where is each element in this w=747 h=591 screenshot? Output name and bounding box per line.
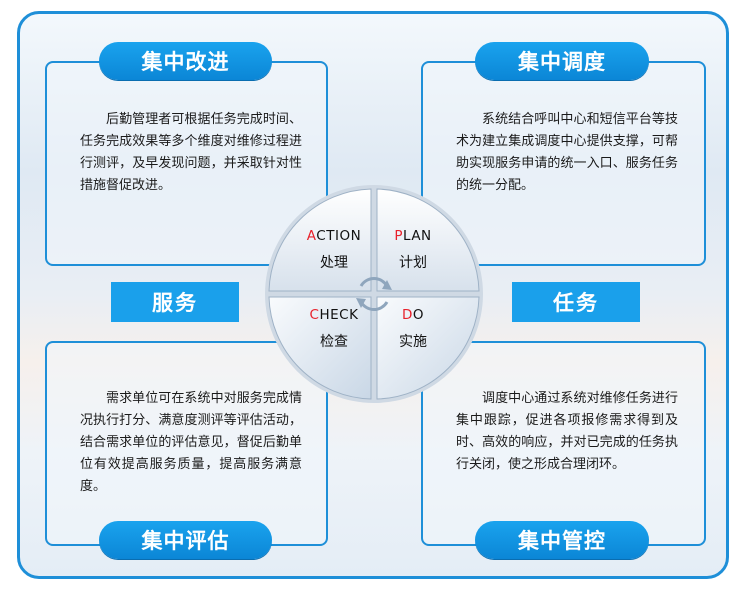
- panel-centralized-dispatch: [421, 61, 706, 266]
- action-first-letter: A: [306, 228, 317, 244]
- label-task: 任务: [512, 282, 640, 322]
- pdca-cycle: [265, 185, 483, 403]
- panel-centralized-control: [421, 341, 706, 546]
- quadrant-plan-label: PLAN 计划: [373, 227, 453, 272]
- plan-cn: 计划: [399, 255, 427, 271]
- check-first-letter: C: [309, 307, 320, 323]
- do-cn: 实施: [399, 334, 427, 350]
- title-centralized-dispatch: 集中调度: [475, 42, 649, 80]
- text-centralized-improvement: 后勤管理者可根据任务完成时间、任务完成效果等多个维度对维修过程进行测评，及早发现…: [80, 112, 302, 193]
- check-rest: HECK: [319, 307, 359, 323]
- text-centralized-evaluation: 需求单位可在系统中对服务完成情况执行打分、满意度测评等评估活动，结合需求单位的评…: [80, 391, 302, 494]
- label-service: 服务: [111, 282, 239, 322]
- quadrant-action: [268, 188, 372, 292]
- title-centralized-improvement: 集中改进: [99, 42, 272, 80]
- quadrant-check: [268, 296, 372, 400]
- action-rest: CTION: [316, 228, 362, 244]
- text-centralized-dispatch: 系统结合呼叫中心和短信平台等技术为建立集成调度中心提供支撑，可帮助实现服务申请的…: [456, 112, 678, 193]
- quadrant-check-label: CHECK 检查: [294, 306, 374, 351]
- action-cn: 处理: [320, 255, 348, 271]
- title-centralized-evaluation: 集中评估: [99, 521, 272, 559]
- cycle-arrows-icon: [356, 276, 392, 312]
- panel-centralized-improvement: [45, 61, 328, 266]
- quadrant-plan: [376, 188, 480, 292]
- quadrant-do: [376, 296, 480, 400]
- do-rest: O: [412, 307, 425, 323]
- quadrant-action-label: ACTION 处理: [294, 227, 374, 272]
- quadrant-do-label: DO 实施: [373, 306, 453, 351]
- do-first-letter: D: [401, 307, 413, 323]
- check-cn: 检查: [320, 334, 348, 350]
- text-centralized-control: 调度中心通过系统对维修任务进行集中跟踪，促进各项报修需求得到及时、高效的响应，并…: [456, 391, 678, 472]
- plan-first-letter: P: [394, 228, 403, 244]
- title-centralized-control: 集中管控: [475, 521, 649, 559]
- panel-centralized-evaluation: [45, 341, 328, 546]
- plan-rest: LAN: [402, 228, 432, 244]
